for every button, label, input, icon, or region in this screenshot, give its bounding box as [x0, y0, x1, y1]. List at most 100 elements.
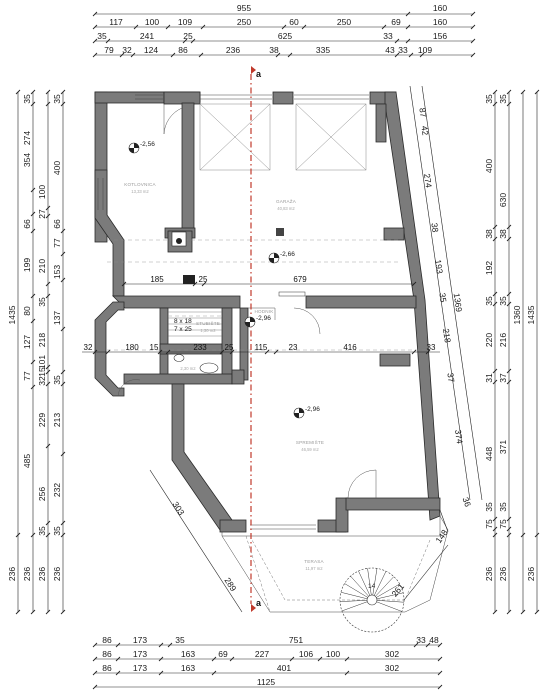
interior-dim: 233 — [193, 343, 207, 352]
right-dim: 236 — [498, 567, 508, 581]
top-dim: 625 — [278, 31, 292, 41]
left-dim: 229 — [37, 413, 47, 427]
left-dim: 137 — [52, 311, 62, 325]
diagonal-dim: 38 — [429, 222, 440, 233]
bottom-dim: 302 — [385, 663, 399, 673]
left-dim: 400 — [52, 161, 62, 175]
diagonal-dim: 35 — [437, 292, 448, 303]
left-dim: 32 — [37, 376, 47, 386]
stair-step-count-2 — [183, 275, 195, 284]
diagonal-dim: 274 — [422, 173, 434, 189]
interior-dim: 115 — [255, 343, 268, 352]
room-area: 46,59 m2 — [301, 447, 319, 452]
stair-tread — [367, 568, 372, 596]
left-dimension-chains: 1435 236 35 274 354 66 199 80 127 77 485… — [7, 89, 66, 615]
interior-dim: 32 — [84, 343, 93, 352]
bottom-dim: 163 — [181, 663, 195, 673]
right-dim: 35 — [498, 296, 508, 306]
top-dim: 160 — [433, 3, 447, 13]
right-dim: 216 — [498, 333, 508, 347]
bottom-dim: 401 — [277, 663, 291, 673]
right-dim: 35 — [484, 296, 494, 306]
diagonal-dim: 87 — [417, 107, 428, 118]
window-label: 7 x 25 — [174, 326, 192, 333]
right-dim: 236 — [484, 567, 494, 581]
level-value: -2,66 — [280, 251, 295, 258]
bottom-dim: 86 — [102, 635, 112, 645]
interior-dim: 25 — [225, 343, 234, 352]
stair-tread — [375, 576, 395, 597]
top-dim: 69 — [391, 17, 401, 27]
interior-dimensions: 185 25 679 32 180 15 233 25 115 23 416 3… — [82, 275, 440, 355]
top-dim: 335 — [316, 45, 330, 55]
top-dim: 109 — [178, 17, 192, 27]
left-dim: 35 — [52, 526, 62, 536]
level-markers: -2,56 -2,66 -2,96 -2,96 — [128, 141, 320, 419]
left-dim: 66 — [22, 219, 32, 229]
windows — [97, 94, 369, 530]
right-dim: 220 — [484, 333, 494, 347]
bottom-dim: 751 — [289, 635, 303, 645]
left-dim: 35 — [52, 375, 62, 385]
right-dim: 35 — [498, 502, 508, 512]
diagonal-dim: 289 — [222, 576, 238, 594]
interior-stair — [168, 311, 222, 337]
top-dim: 35 — [97, 31, 107, 41]
room-labels: KOTLOVNICA 13,33 m2 GARAŽA 40,83 m2 STUB… — [124, 182, 324, 571]
bottom-dim: 100 — [326, 649, 340, 659]
right-dim: 448 — [484, 447, 494, 461]
stair-tread — [340, 600, 368, 602]
bottom-dim: 302 — [385, 649, 399, 659]
left-dim: 232 — [52, 483, 62, 497]
bottom-dimension-chains: 86 173 35 751 33 48 86 173 163 69 227 10… — [92, 635, 443, 690]
top-dim: 32 — [122, 45, 132, 55]
bottom-dim: 227 — [255, 649, 269, 659]
stair-tread — [373, 571, 387, 596]
bottom-dim: 173 — [133, 663, 147, 673]
room-name: SPREMIŠTE — [296, 439, 324, 445]
level-marker: -2,96 — [244, 315, 271, 328]
left-dim: 218 — [37, 333, 47, 347]
level-marker: -2,56 — [128, 141, 155, 154]
level-value: -2,96 — [256, 315, 271, 322]
left-dim: 236 — [22, 567, 32, 581]
diagonal-dim: 374 — [453, 429, 465, 445]
diagonal-dim: 218 — [441, 328, 453, 344]
right-dim: 38 — [484, 229, 494, 239]
left-dim: 35 — [37, 297, 47, 307]
section-line: a a — [250, 66, 262, 612]
left-dim: 27 — [37, 209, 47, 219]
stair-tread — [341, 601, 368, 612]
bottom-dim: 33 — [416, 635, 426, 645]
top-dim: 955 — [237, 3, 251, 13]
right-dim: 1360 — [512, 305, 522, 324]
right-dim: 400 — [484, 159, 494, 173]
interior-dim: 180 — [125, 343, 139, 352]
left-dim: 236 — [7, 567, 17, 581]
right-dim: 35 — [484, 94, 494, 104]
left-dim: 274 — [22, 131, 32, 145]
stair-tread — [376, 601, 402, 612]
top-dim: 86 — [178, 45, 188, 55]
bottom-dim: 163 — [181, 649, 195, 659]
top-dim: 109 — [418, 45, 432, 55]
left-dim: 236 — [52, 567, 62, 581]
top-dim: 160 — [433, 17, 447, 27]
room-area: 1,30 m2 — [200, 328, 216, 333]
top-dim: 100 — [145, 17, 159, 27]
right-dim: 37 — [498, 373, 508, 383]
top-dim: 156 — [433, 31, 447, 41]
room-name: TERASA — [304, 559, 324, 564]
bottom-dim: 69 — [218, 649, 228, 659]
diagonal-dim: 42 — [419, 125, 430, 136]
left-dim: 101 — [37, 355, 47, 369]
left-dim: 66 — [52, 219, 62, 229]
window-label: 8 x 18 — [174, 318, 192, 325]
stair-tread — [340, 592, 368, 600]
top-dim: 38 — [269, 45, 279, 55]
bottom-dim: 35 — [175, 635, 185, 645]
top-dim: 117 — [109, 17, 123, 27]
diagonal-dim: 1369 — [452, 293, 465, 313]
right-dim: 630 — [498, 193, 508, 207]
